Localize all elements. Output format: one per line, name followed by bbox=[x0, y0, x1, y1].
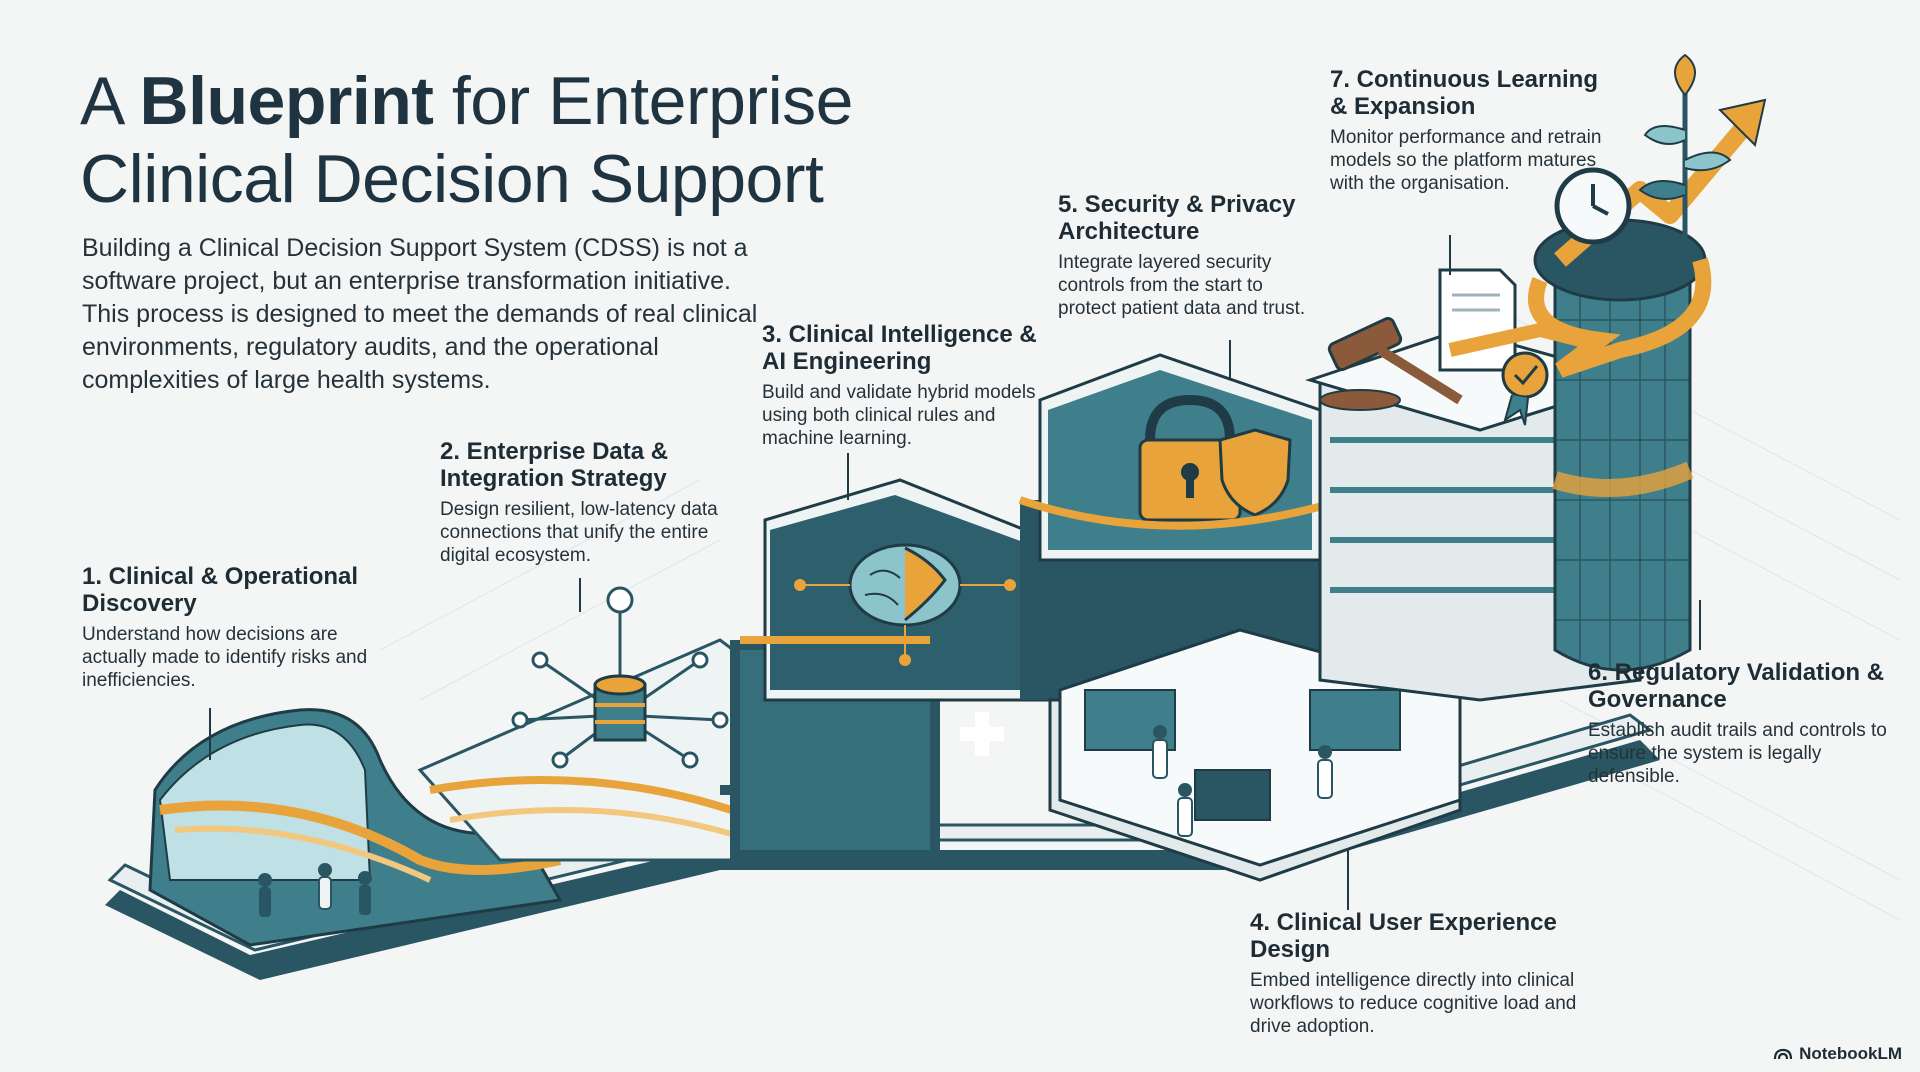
title-line2: Clinical Decision Support bbox=[80, 141, 824, 217]
clock-icon bbox=[1554, 167, 1632, 245]
branding-label: NotebookLM bbox=[1799, 1044, 1902, 1063]
certificate-badge-icon bbox=[1501, 351, 1549, 426]
shield-icon bbox=[1218, 428, 1292, 517]
ux-design-room bbox=[1048, 628, 1462, 882]
step-6: 6. Regulatory Validation & Governance Es… bbox=[1588, 659, 1898, 788]
brain-icon bbox=[848, 543, 962, 627]
step-7-body: Monitor performance and retrain models s… bbox=[1330, 127, 1602, 194]
growing-plant-icon bbox=[1638, 53, 1732, 250]
intro-paragraph: Building a Clinical Decision Support Sys… bbox=[82, 234, 758, 394]
step-5-title: 5. Security & Privacy Architecture bbox=[1058, 191, 1296, 245]
title-bold-word: Blueprint bbox=[139, 63, 434, 139]
step-7-title: 7. Continuous Learning & Expansion bbox=[1330, 66, 1598, 120]
step-7: 7. Continuous Learning & Expansion Monit… bbox=[1330, 66, 1620, 195]
ai-engineering-block bbox=[730, 478, 1052, 860]
step-2-title: 2. Enterprise Data & Integration Strateg… bbox=[440, 438, 669, 492]
notebooklm-logo-icon bbox=[1773, 1048, 1793, 1060]
step-1-title: 1. Clinical & Operational Discovery bbox=[82, 563, 359, 617]
label-leader-lines bbox=[209, 235, 1701, 910]
step-4-title: 4. Clinical User Experience Design bbox=[1250, 909, 1557, 963]
title-line1-rest: for Enterprise bbox=[433, 63, 854, 139]
step-5: 5. Security & Privacy Architecture Integ… bbox=[1058, 191, 1318, 320]
step-4-body: Embed intelligence directly into clinica… bbox=[1250, 970, 1577, 1037]
step-1: 1. Clinical & Operational Discovery Unde… bbox=[82, 563, 382, 692]
page-title: A Blueprint for Enterprise Clinical Deci… bbox=[80, 62, 853, 218]
step-5-body: Integrate layered security controls from… bbox=[1058, 252, 1306, 319]
discovery-building bbox=[148, 708, 563, 947]
title-prefix: A bbox=[80, 63, 140, 139]
gavel-icon bbox=[1319, 316, 1463, 411]
step-6-body: Establish audit trails and controls to e… bbox=[1588, 720, 1887, 787]
step-3-title: 3. Clinical Intelligence & AI Engineerin… bbox=[762, 321, 1037, 375]
step-1-body: Understand how decisions are actually ma… bbox=[82, 624, 368, 691]
step-4: 4. Clinical User Experience Design Embed… bbox=[1250, 909, 1620, 1038]
database-icon bbox=[593, 674, 647, 742]
step-2: 2. Enterprise Data & Integration Strateg… bbox=[440, 438, 740, 567]
step-3-body: Build and validate hybrid models using b… bbox=[762, 382, 1036, 449]
medical-cross-icon bbox=[960, 712, 1004, 756]
step-3: 3. Clinical Intelligence & AI Engineerin… bbox=[762, 321, 1062, 450]
step-2-body: Design resilient, low-latency data conne… bbox=[440, 499, 718, 566]
notebooklm-branding: NotebookLM bbox=[1773, 1044, 1902, 1064]
step-6-title: 6. Regulatory Validation & Governance bbox=[1588, 659, 1885, 713]
continuous-learning-tower bbox=[1448, 53, 1767, 672]
